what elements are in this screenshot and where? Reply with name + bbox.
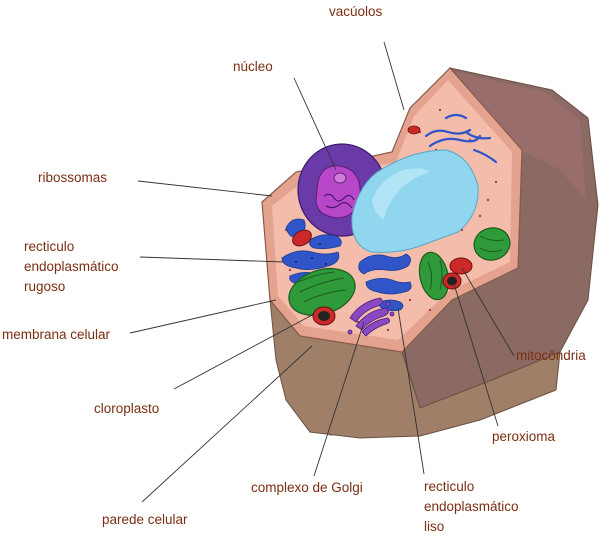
label-rer-line-2: endoplasmático — [24, 259, 119, 274]
label-rel-line-2: endoplasmático — [424, 499, 519, 514]
nucleolus-core — [333, 172, 347, 184]
cell-wall-right-highlight — [455, 72, 586, 200]
vacuole-highlight — [372, 168, 430, 220]
vacuole — [351, 149, 479, 253]
chromatin — [323, 193, 355, 209]
label-complexo-golgi: complexo de Golgi — [251, 480, 363, 495]
mitochondrion-upper — [292, 229, 312, 247]
label-rer-line-3: rugoso — [24, 279, 66, 294]
chloroplast-right-thylakoids — [427, 235, 505, 291]
label-rel-line-1: recticulo — [424, 479, 475, 494]
chloroplast-right-b — [473, 227, 511, 261]
chloroplast-left-thylakoids — [297, 271, 347, 303]
label-rel-line-3: liso — [424, 519, 445, 534]
label-mitocondria: mitocôndria — [516, 348, 586, 363]
label-rer-line-1: recticulo — [24, 239, 75, 254]
label-vacuolos: vacúolos — [329, 4, 383, 19]
endoplasmic-reticulum-top — [424, 113, 498, 164]
label-ribossomas: ribossomas — [38, 170, 108, 185]
label-membrana-celular: membrana celular — [2, 327, 111, 342]
mitochondrion-left-core — [318, 311, 330, 321]
peroxisome-core — [447, 276, 457, 286]
mitochondrion-top-right — [407, 125, 421, 135]
label-nucleo: núcleo — [233, 59, 273, 74]
golgi-apparatus — [347, 297, 395, 337]
label-cloroplasto: cloroplasto — [94, 401, 160, 416]
rough-er — [281, 218, 342, 287]
label-peroxioma: peroxioma — [492, 429, 556, 444]
cell-wall-front-face — [269, 298, 561, 439]
leader-lines — [129, 41, 515, 503]
label-parede-celular: parede celular — [102, 512, 188, 527]
mitochondrion-right — [449, 257, 473, 275]
